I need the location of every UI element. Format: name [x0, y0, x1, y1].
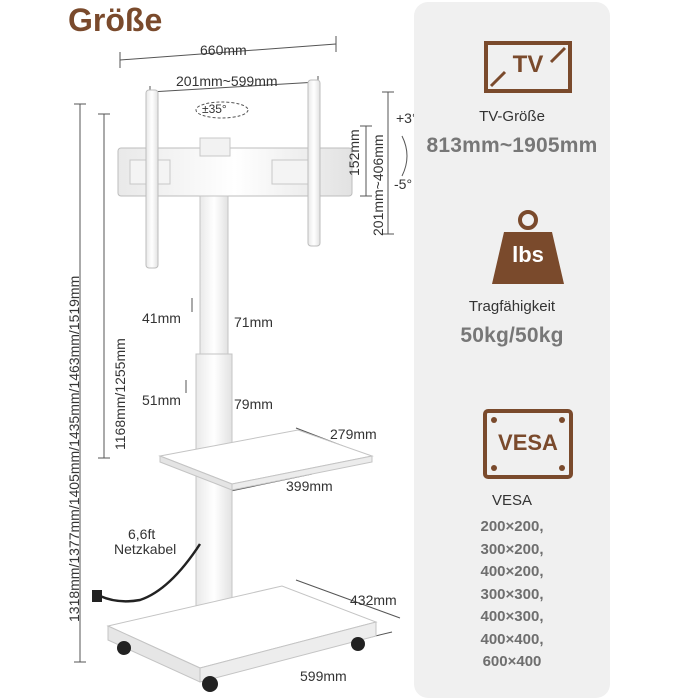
vesa-width-label: 201mm~599mm — [176, 73, 278, 89]
pole-upper-left-label: 41mm — [142, 310, 181, 326]
base-depth-label: 432mm — [350, 592, 397, 608]
vesa-size-item: 400×400, — [480, 630, 544, 648]
tv-icon-text: TV — [512, 51, 544, 78]
weight-label: Tragfähigkeit — [468, 298, 556, 315]
weight-value: 50kg/50kg — [460, 324, 564, 347]
tilt-up-label: +3° — [396, 110, 418, 126]
tilt-down-label: -5° — [394, 176, 413, 192]
vesa-size-item: 400×300, — [480, 608, 544, 625]
weight-icon-text: lbs — [512, 242, 544, 267]
weight-icon: lbs — [486, 208, 570, 288]
shelf-depth-label: 279mm — [330, 426, 377, 442]
pole-lower-right-label: 79mm — [234, 396, 273, 412]
vesa-size-item: 400×200, — [480, 563, 544, 580]
tv-stand-illustration — [74, 36, 408, 692]
vesa-icon-text: VESA — [498, 430, 558, 455]
shelf-height-label: 1168mm/1255mm — [112, 338, 128, 450]
spec-panel: TV TV-Größe 813mm~1905mm lbs Tragfähigke… — [414, 2, 610, 698]
base-width-label: 599mm — [300, 668, 347, 684]
vesa-size-item: 600×400 — [482, 653, 542, 670]
width-total-label: 660mm — [200, 42, 247, 58]
tv-size-label: TV-Größe — [479, 108, 545, 125]
vesa-size-item: 300×200, — [480, 540, 544, 558]
shelf-width-label: 399mm — [286, 478, 333, 494]
pole-lower-left-label: 51mm — [142, 392, 181, 408]
tv-size-value: 813mm~1905mm — [426, 134, 598, 157]
vesa-height-label: 201mm~406mm — [370, 134, 386, 236]
vesa-size-item: 300×300, — [480, 585, 544, 603]
bracket-height-label: 152mm — [346, 129, 362, 176]
vesa-icon: VESA — [482, 408, 574, 480]
page-title: Größe — [68, 2, 163, 38]
vesa-size-list: 200×200, 300×200, 400×200, 300×300, 400×… — [414, 516, 610, 674]
cable-name-label: Netzkabel — [114, 541, 177, 557]
pole-upper-right-label: 71mm — [234, 314, 273, 330]
vesa-size-item: 200×200, — [480, 518, 544, 535]
rotation-label: ±35° — [202, 102, 227, 116]
tv-size-icon: TV — [483, 40, 573, 94]
vesa-label: VESA — [491, 492, 533, 509]
total-height-label: 1318mm/1377mm/1405mm/1435mm/1463mm/1519m… — [66, 275, 82, 622]
cable-length-label: 6,6ft — [128, 526, 156, 542]
